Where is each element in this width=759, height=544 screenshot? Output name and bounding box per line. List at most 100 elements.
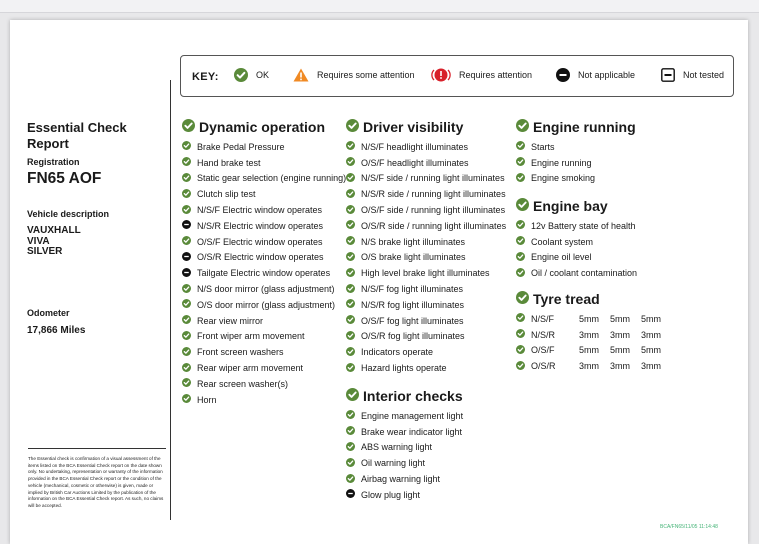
check-icon bbox=[182, 315, 191, 326]
check-icon bbox=[182, 188, 191, 200]
vehicle-model: VIVA bbox=[27, 235, 50, 247]
not-applicable-icon bbox=[556, 68, 570, 82]
check-item: Engine running bbox=[516, 155, 636, 171]
check-item: O/S brake light illuminates bbox=[346, 250, 506, 266]
check-item: Airbag warning light bbox=[346, 471, 463, 487]
tyre-depth: 5mm bbox=[641, 313, 661, 324]
check-icon bbox=[516, 251, 525, 263]
check-item-label: O/S/F side / running light illuminates bbox=[361, 205, 506, 216]
section-title-text: Driver visibility bbox=[363, 119, 464, 135]
check-icon bbox=[182, 394, 191, 405]
check-item-label: Static gear selection (engine running) bbox=[197, 173, 347, 184]
tyre-position: N/S/R bbox=[531, 329, 556, 340]
check-item: N/S/F side / running light illuminates bbox=[346, 171, 506, 187]
section-title: Tyre tread bbox=[516, 290, 672, 308]
check-item: Front wiper arm movement bbox=[182, 329, 346, 345]
key-label-not-tested: Not tested bbox=[683, 70, 725, 80]
tyre-depth: 3mm bbox=[610, 329, 630, 340]
check-item: O/S/F side / running light illuminates bbox=[346, 202, 506, 218]
check-icon bbox=[346, 299, 355, 310]
check-item-label: N/S/F Electric window operates bbox=[197, 205, 323, 216]
key-legend: KEY: OK Requires some attention Requires… bbox=[180, 55, 734, 97]
tyre-depth: 5mm bbox=[610, 345, 630, 356]
check-icon bbox=[346, 157, 355, 168]
check-item-label: N/S/R fog light illuminates bbox=[361, 299, 465, 310]
check-item: N/S/R side / running light illuminates bbox=[346, 186, 506, 202]
tyre-position: O/S/F bbox=[531, 345, 555, 356]
check-item: Clutch slip test bbox=[182, 186, 346, 202]
tyre-position: N/S/F bbox=[531, 313, 555, 324]
check-icon bbox=[516, 291, 529, 307]
key-item-attention: Requires attention bbox=[431, 68, 532, 82]
check-item-label: Starts bbox=[531, 141, 555, 152]
not-applicable-icon bbox=[182, 251, 191, 263]
check-item-label: N/S/R Electric window operates bbox=[197, 220, 324, 231]
check-icon bbox=[182, 283, 191, 295]
disclaimer-divider bbox=[28, 448, 166, 449]
disclaimer-text: The Essential check is confirmation of a… bbox=[28, 456, 164, 508]
check-icon bbox=[346, 119, 359, 135]
check-icon bbox=[516, 198, 529, 214]
check-icon bbox=[346, 267, 355, 279]
vehicle-make: VAUXHALL bbox=[27, 225, 81, 236]
not-applicable-icon bbox=[346, 489, 355, 500]
check-item: Oil warning light bbox=[346, 455, 463, 471]
check-icon bbox=[346, 283, 355, 295]
check-icon bbox=[516, 157, 525, 168]
check-item: O/S/R Electric window operates bbox=[182, 250, 346, 266]
vehicle-description: VAUXHALL VIVA SILVER bbox=[27, 225, 81, 258]
check-item: O/S/F Electric window operates bbox=[182, 234, 346, 250]
check-icon bbox=[346, 473, 355, 485]
check-item: N/S/F headlight illuminates bbox=[346, 139, 506, 155]
section-title: Driver visibility bbox=[346, 118, 506, 136]
check-item: Oil / coolant contamination bbox=[516, 265, 637, 281]
check-item-label: Engine management light bbox=[361, 410, 464, 421]
check-item: Glow plug light bbox=[346, 487, 463, 503]
check-item: O/S door mirror (glass adjustment) bbox=[182, 297, 346, 313]
registration-label: Registration bbox=[27, 157, 80, 167]
check-item-label: Rear wiper arm movement bbox=[197, 363, 304, 374]
tyre-depth: 3mm bbox=[641, 329, 661, 340]
tyre-depth: 5mm bbox=[610, 313, 630, 324]
check-item: Coolant system bbox=[516, 234, 637, 250]
tyre-depth: 3mm bbox=[610, 361, 630, 372]
key-label-attention: Requires attention bbox=[459, 70, 533, 80]
odometer-value: 17,866 Miles bbox=[27, 325, 86, 336]
check-item-label: N/S brake light illuminates bbox=[361, 236, 466, 247]
check-item: ABS warning light bbox=[346, 440, 463, 456]
check-icon bbox=[346, 388, 359, 404]
check-item-label: Airbag warning light bbox=[361, 474, 441, 485]
check-item: Static gear selection (engine running) bbox=[182, 171, 346, 187]
check-icon bbox=[346, 220, 355, 231]
check-item-label: ABS warning light bbox=[361, 442, 433, 453]
check-item: Horn bbox=[182, 392, 346, 408]
check-item: Brake Pedal Pressure bbox=[182, 139, 346, 155]
check-icon bbox=[516, 329, 525, 340]
key-label-ok: OK bbox=[256, 70, 270, 80]
check-item-label: Horn bbox=[197, 394, 217, 405]
check-item: N/S brake light illuminates bbox=[346, 234, 506, 250]
check-item-label: O/S door mirror (glass adjustment) bbox=[197, 299, 336, 310]
key-item-ok: OK bbox=[234, 68, 269, 82]
check-icon bbox=[516, 360, 525, 372]
key-label-some-attention: Requires some attention bbox=[317, 70, 415, 80]
check-icon bbox=[516, 344, 525, 356]
check-icon bbox=[346, 330, 355, 342]
section-title-text: Engine running bbox=[533, 119, 636, 135]
tyre-depth: 5mm bbox=[579, 313, 599, 324]
check-item-label: Indicators operate bbox=[361, 347, 434, 358]
check-item-label: Engine running bbox=[531, 157, 592, 168]
check-icon bbox=[182, 236, 191, 247]
check-item: Engine smoking bbox=[516, 171, 636, 187]
check-icon bbox=[516, 141, 525, 152]
check-icon bbox=[346, 188, 355, 200]
check-item-label: Engine oil level bbox=[531, 252, 592, 263]
column-divider bbox=[170, 80, 171, 520]
check-item-label: Tailgate Electric window operates bbox=[197, 268, 331, 279]
footnote-stamp: BCA/FN65/11/05 11:14:48 bbox=[660, 524, 718, 530]
check-item: Rear view mirror bbox=[182, 313, 346, 329]
check-item: Indicators operate bbox=[346, 344, 506, 360]
